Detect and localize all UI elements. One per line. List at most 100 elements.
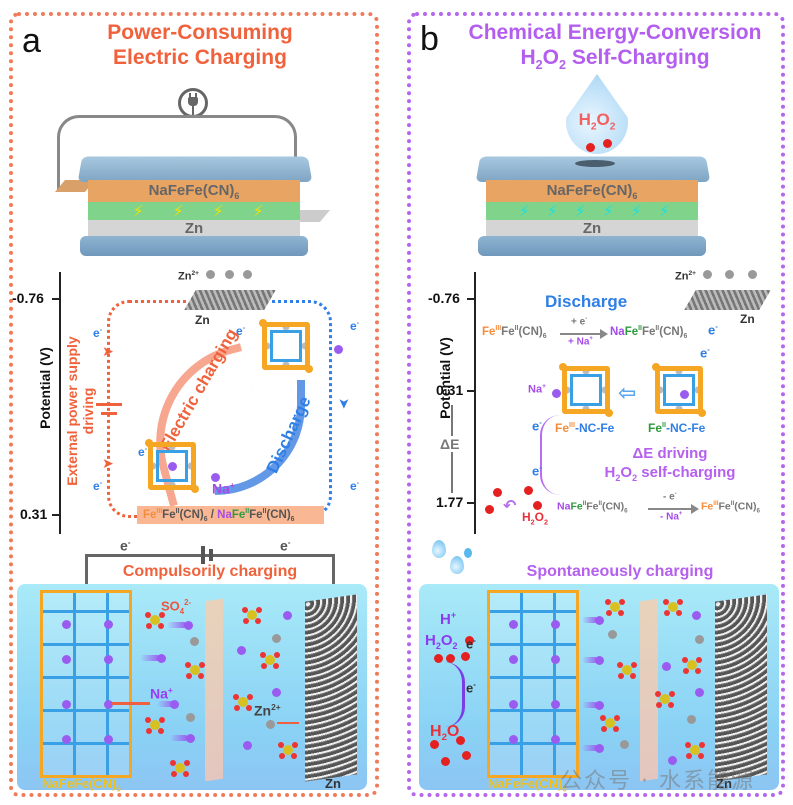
sulfate-ion: [690, 745, 700, 755]
na-ion: [62, 620, 71, 629]
zn-ion: [186, 713, 195, 722]
na-ion: [272, 688, 281, 697]
lightning-icon: ⚡: [547, 203, 558, 220]
lightning-icon: ⚡: [173, 203, 184, 220]
electrolyte-layer: [88, 202, 300, 220]
na-ion: [680, 390, 689, 399]
tick-label: 0.31: [436, 382, 464, 398]
separator-b: [640, 598, 658, 782]
na-ion: [104, 655, 113, 664]
electron-label: e-: [138, 444, 148, 459]
reaction-top-below: + Na+: [568, 336, 593, 348]
reaction-bottom-above: - e-: [663, 491, 677, 503]
sulfate-ion: [687, 660, 697, 670]
nafefe-cn6-lattice: [487, 590, 579, 778]
na-ion: [184, 621, 193, 630]
zn-anode-sheet: [184, 290, 276, 310]
water-molecule: [456, 736, 465, 745]
battery-inlet-hole: [575, 160, 615, 167]
h2o-label: H2O: [430, 723, 460, 744]
electron-label: e-: [93, 478, 103, 493]
sulfate-ion: [247, 610, 257, 620]
electron-label: e-: [120, 537, 131, 554]
zn-ion: [206, 270, 215, 279]
zn-ion: [266, 720, 275, 729]
zn-migration-arrow: [277, 722, 299, 724]
oxygen-atom: [524, 486, 533, 495]
zn-ion: [243, 270, 252, 279]
h-plus-label: H+: [440, 610, 457, 628]
battery-a-cathode-label: NaFeFe(CN)6: [148, 182, 240, 201]
battery-symbol-plate: [101, 412, 117, 415]
electron-label: e-: [532, 418, 542, 434]
na-ion: [334, 345, 343, 354]
arrow-down-icon: ➤: [336, 397, 353, 410]
lightning-icon: ⚡: [133, 203, 144, 220]
lightning-icon: ⚡: [631, 203, 642, 220]
fe2-cube-label: FeII-NC-Fe: [648, 420, 706, 435]
potential-axis-b: [474, 272, 476, 534]
na-ion: [157, 654, 166, 663]
zn-ion: [225, 270, 234, 279]
h2o2-droplet-icon: [450, 556, 464, 574]
panel-b-title-line2: H2O2 Self-Charging: [520, 46, 710, 73]
plug-icon: [178, 88, 208, 118]
na-ion-trail: [157, 701, 175, 707]
na-ion: [551, 620, 560, 629]
panel-a-title-line1: Power-Consuming: [107, 21, 293, 44]
tick-mark: [52, 514, 60, 516]
na-ion: [551, 655, 560, 664]
zn-ion-label: Zn2+: [254, 702, 281, 719]
zn-anode-slab: [715, 594, 767, 782]
sulfate-ion: [668, 602, 678, 612]
na-ion: [62, 655, 71, 664]
na-ion-trail: [582, 657, 598, 663]
na-ion-trail: [167, 622, 187, 628]
oxygen-atom: [434, 654, 443, 663]
cathode-label-b: NaFeFe(CN)6: [488, 776, 567, 794]
na-ion: [62, 700, 71, 709]
tick-mark: [467, 502, 475, 504]
zn-ion: [190, 637, 199, 646]
panel-a-electric-charging: [9, 12, 379, 797]
electron-label: e-: [532, 463, 542, 479]
water-molecule: [462, 751, 471, 760]
zn-ion: [703, 270, 712, 279]
na-ion: [662, 662, 671, 671]
oxygen-atom: [461, 652, 470, 661]
panel-a-title-line2: Electric Charging: [113, 46, 287, 69]
battery-bottom-plate: [80, 236, 308, 256]
na-ion-label: Na+: [150, 685, 173, 702]
zn-label: Zn: [195, 313, 210, 327]
na-ion: [211, 473, 220, 482]
lightning-icon: ⚡: [519, 203, 530, 220]
zn-ion: [620, 740, 629, 749]
sulfate-ion: [150, 615, 160, 625]
anode-layer: [486, 220, 698, 238]
sulfate-ion: [265, 655, 275, 665]
lightning-icon: ⚡: [603, 203, 614, 220]
tick-label: 1.77: [436, 494, 464, 510]
watermark-text: 公众号 · 水系能源: [560, 769, 755, 794]
na-ion: [104, 620, 113, 629]
h2o2-label: H2O2: [425, 632, 458, 651]
zn-ion: [272, 634, 281, 643]
electron-label: e-: [280, 537, 291, 554]
na-ion: [595, 616, 604, 625]
na-ion: [595, 744, 604, 753]
na-ion: [509, 735, 518, 744]
na-ion: [668, 756, 677, 765]
arrow-up-icon: ➤: [102, 343, 114, 359]
na-ion: [595, 701, 604, 710]
h2o2-droplet-icon: [432, 540, 446, 558]
na-ion: [168, 462, 177, 471]
oxygen-atom: [603, 139, 612, 148]
reaction-bottom-product: FeIIIFeII(CN)6: [701, 500, 760, 515]
na-ion: [243, 741, 252, 750]
electron-label: e-: [350, 318, 360, 333]
cathode-layer: [486, 180, 698, 202]
na-ion: [170, 700, 179, 709]
anode-label-a: Zn: [325, 776, 341, 791]
zn-ion-label: Zn2+: [178, 270, 199, 283]
sulfate-ion: [175, 763, 185, 773]
